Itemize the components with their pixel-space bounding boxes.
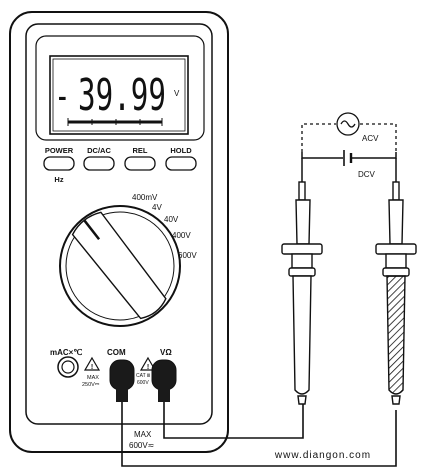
v-plug xyxy=(151,359,177,402)
power-button[interactable] xyxy=(43,156,75,171)
svg-text:!: ! xyxy=(147,364,149,371)
ma-jack-label: mAC×℃ xyxy=(50,348,82,357)
cat-label: CAT Ⅲ xyxy=(136,373,150,379)
ma-jack[interactable] xyxy=(57,356,79,378)
range-label-400mv: 400mV xyxy=(132,193,158,202)
bargraph-scale xyxy=(67,118,163,126)
rotary-dial[interactable] xyxy=(59,205,181,327)
v-jack-label: VΩ xyxy=(160,348,172,357)
black-probe xyxy=(281,181,323,405)
hold-button[interactable] xyxy=(165,156,197,171)
lead-max-label: MAX xyxy=(134,430,152,439)
display-sign: - xyxy=(58,81,67,111)
dial-knob[interactable] xyxy=(70,209,170,323)
hz-label: Hz xyxy=(54,175,63,184)
button-row: POWER DC/AC REL HOLD Hz xyxy=(43,146,197,184)
acv-label: ACV xyxy=(362,134,379,143)
ma-voltage-label: 250V⎓ xyxy=(82,382,100,388)
range-label-40v: 40V xyxy=(164,215,179,224)
range-label-400v: 400V xyxy=(172,231,191,240)
rel-button[interactable] xyxy=(124,156,156,171)
rel-button-label: REL xyxy=(133,146,148,155)
connection-wires xyxy=(121,400,397,467)
display-reading: 39.99 xyxy=(78,70,166,121)
lead-voltage-label: 600V≂ xyxy=(129,441,154,450)
warning-icon-2: ! xyxy=(139,356,157,371)
dcac-button[interactable] xyxy=(83,156,115,171)
dcac-button-label: DC/AC xyxy=(87,146,111,155)
red-probe xyxy=(375,181,417,405)
dcv-label: DCV xyxy=(358,170,376,179)
cat-voltage-label: 600V xyxy=(137,380,149,386)
range-labels: 400mV 4V 40V 400V 600V xyxy=(132,193,197,260)
com-plug xyxy=(109,359,135,402)
svg-text:!: ! xyxy=(91,364,93,371)
source-circuit xyxy=(301,112,397,198)
range-label-600v: 600V xyxy=(178,251,197,260)
watermark-text: www.diangon.com xyxy=(274,450,371,461)
display-unit: V xyxy=(174,89,180,98)
com-jack-label: COM xyxy=(107,348,126,357)
power-button-label: POWER xyxy=(45,146,74,155)
range-label-4v: 4V xyxy=(152,203,162,212)
lcd-screen: - 39.99 V xyxy=(49,55,189,135)
hold-button-label: HOLD xyxy=(170,146,192,155)
warning-icon: ! xyxy=(83,356,101,371)
ma-max-label: MAX xyxy=(87,375,99,381)
